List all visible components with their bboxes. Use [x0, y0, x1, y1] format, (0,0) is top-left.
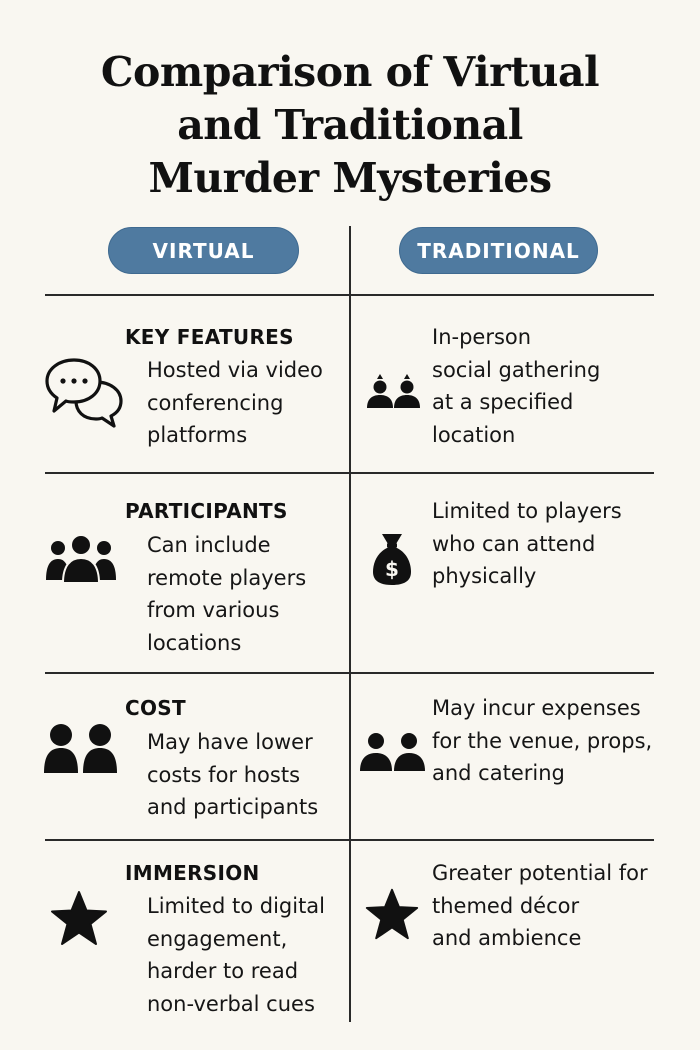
text-line: and participants — [147, 795, 319, 819]
row-label-cost: COST — [125, 696, 186, 720]
text-line: May incur expenses — [432, 696, 641, 720]
text-line: costs for hosts — [147, 762, 301, 787]
text-line: physically — [432, 564, 537, 588]
virtual-header-pill: VIRTUAL — [108, 227, 299, 274]
text-line: for the venue, props, — [432, 728, 653, 753]
row-label-key-features: KEY FEATURES — [125, 325, 294, 349]
row-divider — [45, 839, 654, 841]
text-line: Hosted via video — [147, 358, 323, 382]
text-line: Greater potential for — [432, 861, 648, 885]
chat-bubbles-icon — [44, 356, 126, 428]
virtual-participants-text: Can include remote players from various … — [147, 529, 306, 659]
group-people-icon — [45, 532, 117, 584]
row-divider — [45, 672, 654, 674]
virtual-cost-text: May have lower costs for hosts and parti… — [147, 726, 318, 824]
star-icon — [364, 887, 420, 941]
text-line: conferencing — [147, 390, 284, 415]
row-label-immersion: IMMERSION — [125, 861, 260, 885]
text-line: who can attend — [432, 531, 596, 556]
traditional-key-features-text: In-person social gathering at a specifie… — [432, 321, 600, 451]
text-line: Limited to players — [432, 499, 622, 523]
traditional-immersion-text: Greater potential for themed décor and a… — [432, 857, 648, 955]
text-line: May have lower — [147, 730, 313, 754]
title-line-3: Murder Mysteries — [148, 154, 552, 202]
title-line-1: Comparison of Virtual — [100, 48, 600, 96]
text-line: and ambience — [432, 926, 582, 950]
traditional-cost-text: May incur expenses for the venue, props,… — [432, 692, 652, 790]
dollar-sign: $ — [385, 557, 399, 581]
star-icon — [49, 890, 109, 946]
traditional-participants-text: Limited to players who can attend physic… — [432, 495, 622, 593]
text-line: and catering — [432, 761, 565, 785]
text-line: Limited to digital — [147, 894, 326, 918]
row-divider — [45, 472, 654, 474]
gathering-people-icon — [365, 372, 423, 412]
two-people-icon — [359, 731, 427, 773]
text-line: harder to read — [147, 959, 299, 983]
text-line: remote players — [147, 565, 307, 590]
row-divider — [45, 294, 654, 296]
text-line: platforms — [147, 423, 248, 447]
text-line: locations — [147, 630, 242, 655]
money-bag-icon: $ — [372, 531, 412, 587]
virtual-key-features-text: Hosted via video conferencing platforms — [147, 354, 323, 452]
column-divider — [349, 226, 351, 1022]
page-title: Comparison of Virtual and Traditional Mu… — [0, 46, 700, 205]
virtual-immersion-text: Limited to digital engagement, harder to… — [147, 890, 325, 1020]
text-line: location — [432, 422, 516, 447]
text-line: at a specified — [432, 390, 574, 414]
traditional-header-pill: TRADITIONAL — [399, 227, 598, 274]
two-people-icon — [43, 722, 119, 774]
text-line: engagement, — [147, 926, 288, 951]
text-line: In-person — [432, 325, 532, 349]
text-line: from various — [147, 598, 280, 622]
text-line: Can include — [147, 533, 271, 557]
title-line-2: and Traditional — [177, 101, 523, 149]
text-line: non-verbal cues — [147, 991, 315, 1016]
row-label-participants: PARTICIPANTS — [125, 499, 288, 523]
text-line: social gathering — [432, 357, 601, 382]
text-line: themed décor — [432, 893, 580, 918]
